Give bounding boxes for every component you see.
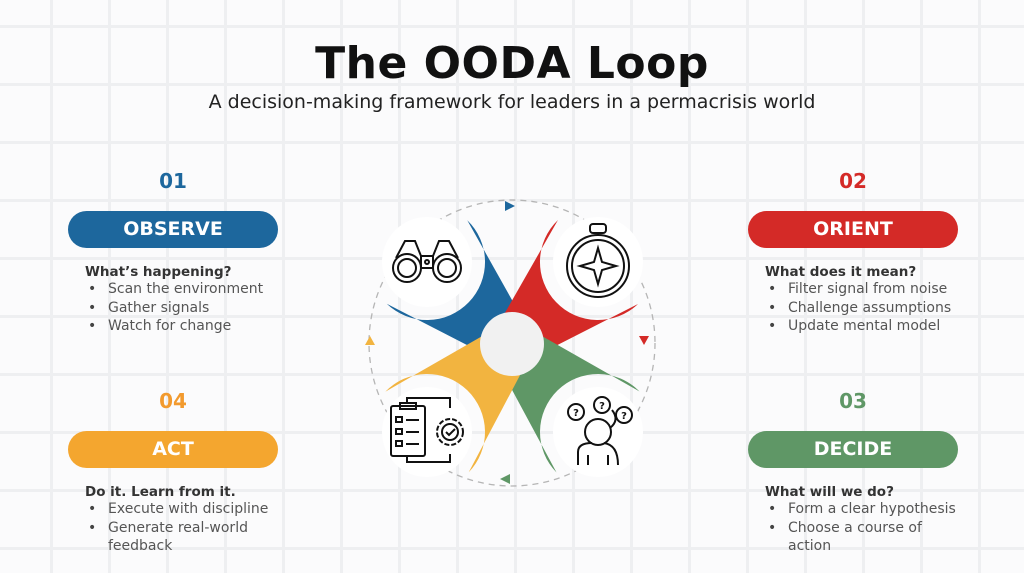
- step-act-panel: 04 ACT Do it. Learn from it. Execute wit…: [68, 389, 278, 556]
- arrow-act-to-observe: [365, 336, 375, 345]
- step-number: 04: [159, 389, 187, 413]
- bullet-item: Watch for change: [88, 317, 278, 336]
- svg-text:?: ?: [599, 401, 605, 412]
- step-decide-panel: 03 DECIDE What will we do? Form a clear …: [748, 389, 958, 556]
- bullet-item: Challenge assumptions: [768, 299, 958, 318]
- decide-icon-circle: [553, 387, 643, 477]
- orient-icon-circle: [553, 217, 643, 307]
- step-heading: What will we do?: [765, 484, 894, 500]
- act-pill: ACT: [68, 431, 278, 468]
- bullet-item: Gather signals: [88, 299, 278, 318]
- arrow-observe-to-orient: [505, 201, 515, 211]
- step-orient-panel: 02 ORIENT What does it mean? Filter sign…: [748, 169, 958, 336]
- bullet-item: Form a clear hypothesis: [768, 500, 958, 519]
- decide-pill: DECIDE: [748, 431, 958, 468]
- step-observe-panel: 01 OBSERVE What’s happening? Scan the en…: [68, 169, 278, 336]
- binoculars-icon: [392, 240, 462, 283]
- page-subtitle: A decision-making framework for leaders …: [208, 91, 816, 113]
- page-title: The OODA Loop: [315, 38, 709, 89]
- thinking-person-icon: ? ? ?: [567, 396, 633, 466]
- svg-text:?: ?: [573, 408, 579, 419]
- bullet-item: Filter signal from noise: [768, 280, 958, 299]
- svg-text:?: ?: [621, 411, 627, 422]
- orient-pill: ORIENT: [748, 211, 958, 248]
- step-heading: What does it mean?: [765, 264, 917, 280]
- bullet-item: Execute with discipline: [88, 500, 278, 519]
- step-heading: Do it. Learn from it.: [85, 484, 236, 500]
- center-circle: [480, 312, 544, 376]
- bullet-item: Choose a course of action: [768, 519, 958, 556]
- loop-dashed-circle: [368, 199, 656, 487]
- arrow-orient-to-decide: [639, 336, 649, 345]
- step-number: 02: [839, 169, 867, 193]
- bullet-item: Scan the environment: [88, 280, 278, 299]
- arrow-decide-to-act: [500, 474, 510, 484]
- bullet-item: Update mental model: [768, 317, 958, 336]
- step-heading: What’s happening?: [85, 264, 232, 280]
- step-number: 03: [839, 389, 867, 413]
- bullet-item: Generate real-world feedback: [88, 519, 278, 556]
- compass-icon: [566, 223, 630, 298]
- step-number: 01: [159, 169, 187, 193]
- observe-icon-circle: [382, 217, 472, 307]
- observe-pill: OBSERVE: [68, 211, 278, 248]
- checklist-gear-icon: [390, 397, 464, 463]
